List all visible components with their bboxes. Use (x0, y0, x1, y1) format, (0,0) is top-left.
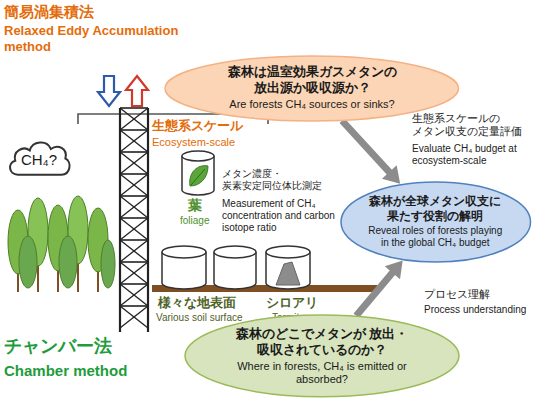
foliage-chamber (182, 151, 214, 195)
downward-flux-arrow (98, 76, 120, 106)
scale-label-ja: 生態系スケール (152, 118, 262, 134)
methane-cloud: CH₄? (6, 138, 72, 182)
part-label-ja: 様々な地表面 (158, 295, 268, 311)
method-title-en: Relaxed Eddy Accumulation method (4, 23, 189, 54)
arrow-head (385, 261, 403, 280)
node-body-text: Where in forests, CH₄ is emitted or abso… (222, 360, 422, 387)
part-label-ja: 葉 (188, 197, 218, 214)
node-heading: 森林のどこでメタンが 放出・吸収されているのか？ (222, 326, 422, 358)
goal-ellipse: 森林が全球メタン収支に 果たす役割の解明Reveal roles of fore… (340, 181, 532, 263)
part-label-en: foliage (180, 215, 230, 227)
forest-trees (8, 196, 115, 292)
node-body: CH₄? (11, 151, 67, 169)
question-ellipse: 森林のどこでメタンが 放出・吸収されているのか？Where in forests… (184, 314, 460, 398)
arrow-head (382, 165, 400, 184)
node-body-text: Are forests CH₄ sources or sinks? (229, 98, 394, 111)
arrow-shaft (356, 271, 393, 315)
flow-arrow (342, 121, 400, 184)
method-title-ja: チャンバー法 (4, 336, 144, 358)
soil-chamber (214, 246, 256, 289)
node-heading: 森林が全球メタン収支に 果たす役割の解明 (368, 194, 503, 223)
measurement-note-ja: メタン濃度・ 炭素安定同位体比測定 (222, 168, 340, 192)
node-body: 森林が全球メタン収支に 果たす役割の解明Reveal roles of fore… (368, 194, 503, 250)
termite-chamber (266, 246, 310, 289)
node-body: 森林は温室効果ガスメタンの 放出源か吸収源か？ Are forests CH₄ s… (205, 64, 420, 111)
method-title-ja: 簡易渦集積法 (4, 3, 154, 21)
node-heading: 森林は温室効果ガスメタンの 放出源か吸収源か？ (205, 64, 420, 96)
outcome-note-ja: 生態系スケールの メタン収支の定量評価 (412, 112, 530, 138)
outcome-note-en: Process understanding (424, 304, 529, 316)
node-heading: CH₄? (21, 151, 57, 169)
arrow-shaft (342, 121, 391, 174)
node-body-text: Reveal roles of forests playing in the g… (368, 225, 503, 249)
part-label-ja: シロアリ (266, 295, 336, 311)
measurement-note-en: Measurement of CH₄ concentration and car… (222, 198, 340, 234)
flow-arrow (356, 261, 402, 316)
flux-tower (120, 108, 148, 332)
node-body: 森林のどこでメタンが 放出・吸収されているのか？Where in forests… (222, 326, 422, 387)
soil-chamber (162, 246, 206, 289)
outcome-note-en: Evaluate CH₄ budget at ecosystem-scale (412, 143, 530, 167)
upward-flux-arrow (126, 76, 148, 106)
outcome-note-ja: プロセス理解 (424, 288, 529, 301)
scale-label-en: Ecosystem-scale (152, 136, 262, 149)
question-ellipse: 森林は温室効果ガスメタンの 放出源か吸収源か？ Are forests CH₄ s… (164, 55, 460, 122)
method-title-en: Chamber method (4, 362, 164, 380)
